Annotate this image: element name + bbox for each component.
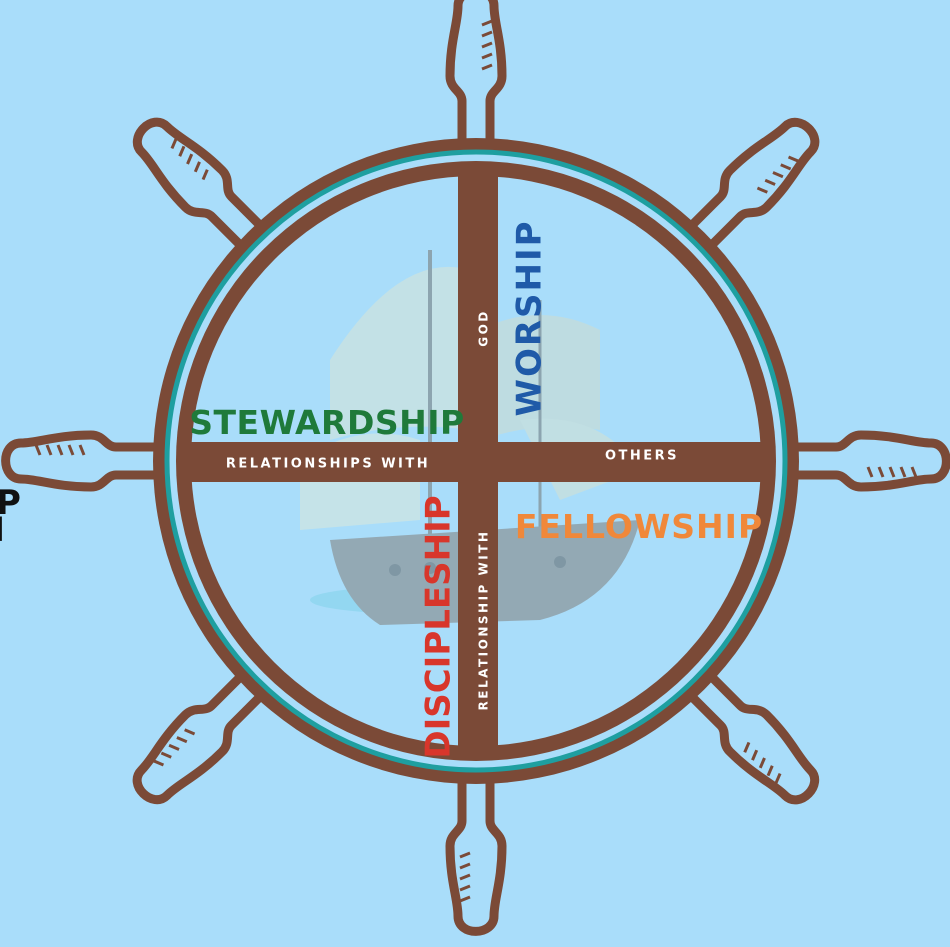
quadrant-stewardship: STEWARDSHIP (189, 403, 464, 442)
wheel-handle-west (1, 430, 181, 492)
quadrant-fellowship: FELLOWSHIP (515, 507, 763, 546)
wheel-teal-ring (164, 149, 788, 773)
wheel-handle-north (445, 0, 507, 166)
spoke-label-relationships-with: RELATIONSHIPS WITH (226, 457, 430, 472)
wheel-handle-south (445, 756, 507, 936)
cropped-left-text-line-1: P (0, 483, 21, 523)
spoke-label-relationship-with: RELATIONSHIP WITH (477, 530, 491, 711)
spoke-label-others: OTHERS (605, 449, 679, 464)
wheel-handle-south-west (132, 658, 279, 805)
wheel-handle-north-west (132, 117, 279, 264)
quadrant-discipleship: DISCIPLESHIP (419, 495, 459, 758)
spoke-label-god: GOD (477, 309, 491, 347)
vertical-spoke (458, 163, 498, 759)
quadrant-worship: WORSHIP (510, 219, 550, 416)
cropped-left-text-line-2: l (0, 511, 5, 549)
wheel-handle-north-east (673, 117, 820, 264)
wheel-handle-south-east (673, 658, 820, 805)
wheel-handle-east (771, 430, 950, 492)
